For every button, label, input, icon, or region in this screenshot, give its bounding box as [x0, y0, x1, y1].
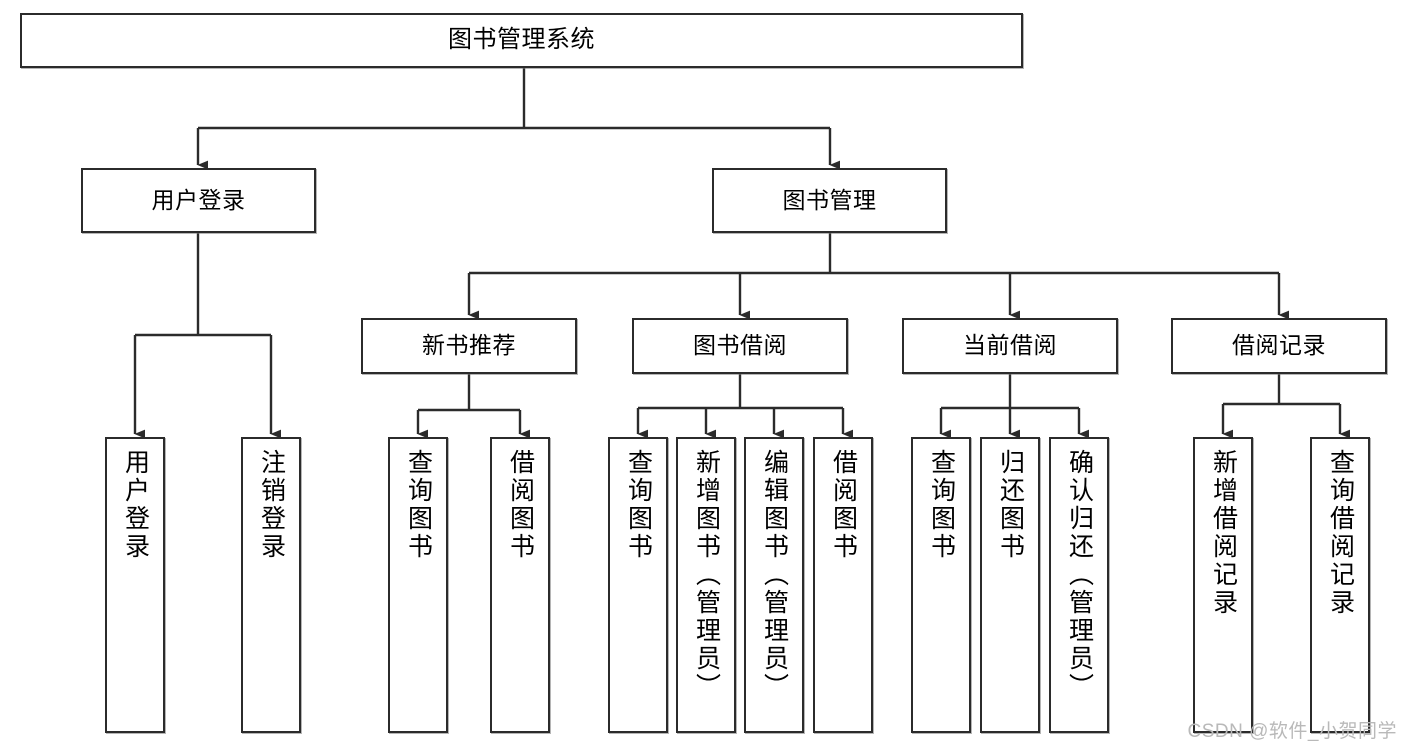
node-borrow-record[interactable]: 借阅记录 [1171, 318, 1387, 374]
node-label: 借阅图书 [506, 449, 535, 561]
leaf-book-borrow-add-book-admin[interactable]: 新增图书（管理员） [676, 437, 736, 733]
node-label: 编辑图书（管理员） [760, 449, 789, 701]
node-book-borrow[interactable]: 图书借阅 [632, 318, 848, 374]
node-new-book-recommend[interactable]: 新书推荐 [361, 318, 577, 374]
node-label: 注销登录 [257, 449, 286, 561]
node-label: 用户登录 [121, 449, 150, 561]
node-label: 用户登录 [151, 186, 246, 213]
node-label: 查询图书 [404, 449, 433, 561]
node-label: 借阅图书 [829, 449, 858, 561]
csdn-watermark: CSDN @软件_小贺同学 [1187, 721, 1397, 742]
node-label: 新书推荐 [422, 332, 516, 359]
leaf-current-borrow-query-book[interactable]: 查询图书 [911, 437, 971, 733]
node-label: 确认归还（管理员） [1065, 449, 1094, 701]
node-current-borrow[interactable]: 当前借阅 [902, 318, 1118, 374]
leaf-new-book-query-book[interactable]: 查询图书 [388, 437, 448, 733]
node-label: 图书管理 [782, 186, 877, 213]
leaf-borrow-record-add-record[interactable]: 新增借阅记录 [1193, 437, 1253, 733]
node-label: 借阅记录 [1232, 332, 1326, 359]
node-label: 查询借阅记录 [1326, 449, 1355, 617]
leaf-borrow-record-query-record[interactable]: 查询借阅记录 [1310, 437, 1370, 733]
leaf-current-borrow-return-book[interactable]: 归还图书 [980, 437, 1040, 733]
leaf-book-borrow-borrow-book[interactable]: 借阅图书 [813, 437, 873, 733]
leaf-new-book-borrow-book[interactable]: 借阅图书 [490, 437, 550, 733]
node-book-management[interactable]: 图书管理 [712, 168, 947, 233]
leaf-user-login-login[interactable]: 用户登录 [105, 437, 165, 733]
leaf-book-borrow-query-book[interactable]: 查询图书 [608, 437, 668, 733]
node-user-login[interactable]: 用户登录 [81, 168, 316, 233]
node-label: 查询图书 [927, 449, 956, 561]
node-label: 新增借阅记录 [1209, 449, 1238, 617]
node-label: 归还图书 [996, 449, 1025, 561]
node-root-system[interactable]: 图书管理系统 [20, 13, 1023, 68]
node-label: 图书管理系统 [448, 26, 595, 54]
node-label: 新增图书（管理员） [692, 449, 721, 701]
leaf-current-borrow-confirm-return-admin[interactable]: 确认归还（管理员） [1049, 437, 1109, 733]
node-label: 图书借阅 [693, 332, 787, 359]
leaf-user-login-logout[interactable]: 注销登录 [241, 437, 301, 733]
leaf-book-borrow-edit-book-admin[interactable]: 编辑图书（管理员） [744, 437, 804, 733]
node-label: 当前借阅 [963, 332, 1057, 359]
node-label: 查询图书 [624, 449, 653, 561]
